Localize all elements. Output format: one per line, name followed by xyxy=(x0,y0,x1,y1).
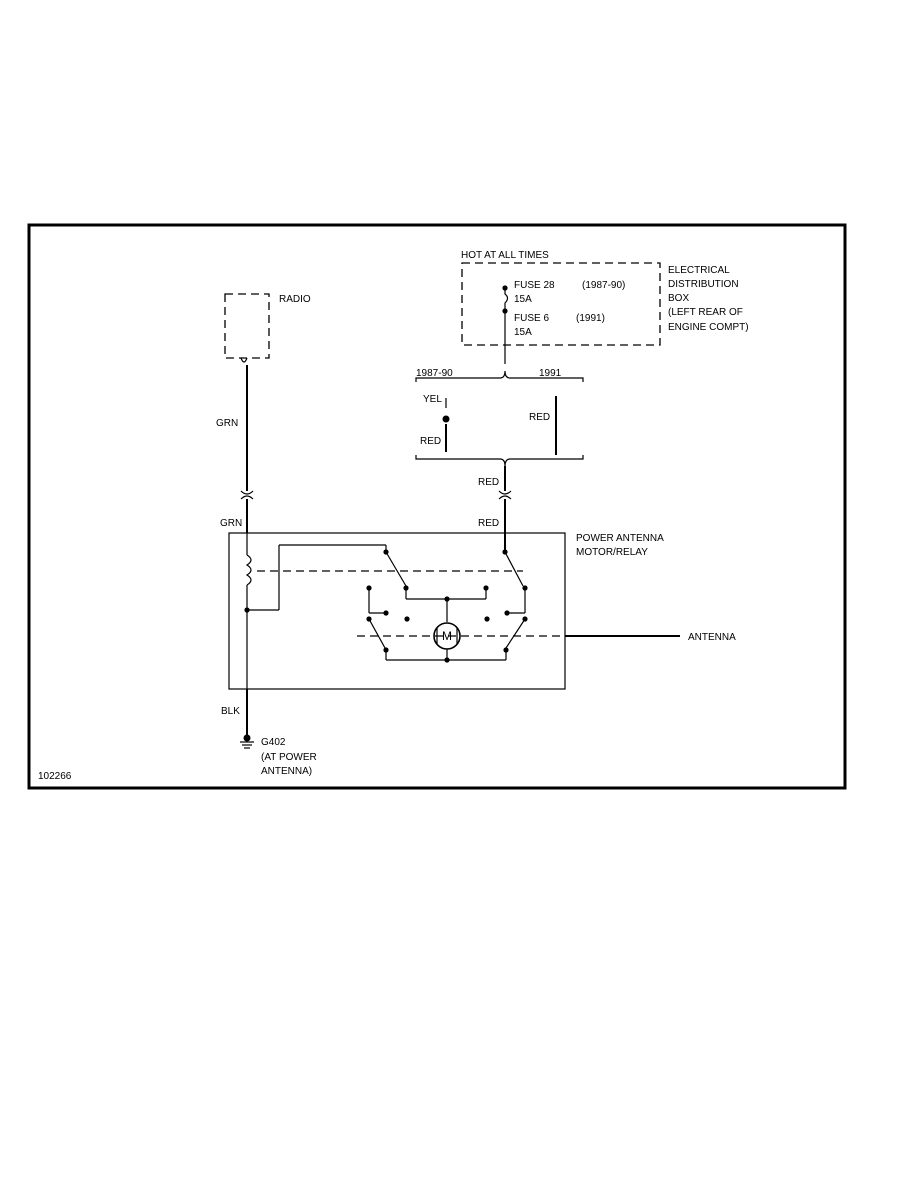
motor-label: M xyxy=(442,629,452,643)
electrical-distribution-box: HOT AT ALL TIMES ELECTRICAL DISTRIBUTION… xyxy=(461,250,749,364)
fuse-28-years: (1987-90) xyxy=(582,280,625,291)
distribution-box-label-2: DISTRIBUTION xyxy=(668,279,739,290)
distribution-box-label-3: BOX xyxy=(668,293,689,304)
power-antenna-motor-relay: POWER ANTENNA MOTOR/RELAY xyxy=(228,532,664,690)
relay-switch-left-upper xyxy=(366,545,409,613)
red-wire-label-left: RED xyxy=(420,436,441,447)
yel-wire-label: YEL xyxy=(423,394,442,405)
figure-id: 102266 xyxy=(38,771,72,782)
ground-icon xyxy=(240,734,254,749)
fuse-icon xyxy=(502,285,509,364)
distribution-box-label-1: ELECTRICAL xyxy=(668,265,730,276)
fuse-28-rating: 15A xyxy=(514,294,532,305)
distribution-box-label-4: (LEFT REAR OF xyxy=(668,307,743,318)
radio-label: RADIO xyxy=(279,294,311,305)
grn-wire-label-lower: GRN xyxy=(220,518,242,529)
year-1991-label: 1991 xyxy=(539,368,562,379)
red-wire: RED RED xyxy=(478,466,512,550)
fuse-6-years: (1991) xyxy=(576,313,605,324)
antenna-label: ANTENNA xyxy=(688,632,736,643)
power-antenna-label-1: POWER ANTENNA xyxy=(576,533,664,544)
motor-icon: M xyxy=(433,622,461,663)
year-variant-braces: 1987-90 1991 YEL RED RED xyxy=(415,368,584,467)
fuse-28-label: FUSE 28 xyxy=(514,280,555,291)
ground-label-2: (AT POWER xyxy=(261,752,317,763)
fuse-6-rating: 15A xyxy=(514,327,532,338)
red-connector-label-bottom: RED xyxy=(478,518,499,529)
splice-dot xyxy=(442,415,450,423)
connector-icon xyxy=(240,490,254,500)
relay-switch-right-lower xyxy=(484,610,528,660)
radio-box: RADIO xyxy=(224,293,311,363)
connector-icon xyxy=(498,490,512,500)
fuse-6-label: FUSE 6 xyxy=(514,313,549,324)
grn-wire: GRN GRN xyxy=(216,365,254,533)
relay-switch-right-upper xyxy=(483,549,528,613)
ground-label-1: G402 xyxy=(261,737,286,748)
diagram-frame xyxy=(27,223,847,790)
ground-label-3: ANTENNA) xyxy=(261,766,312,777)
red-wire-label-right: RED xyxy=(529,412,550,423)
year-1987-90-label: 1987-90 xyxy=(416,368,453,379)
blk-wire-label: BLK xyxy=(221,706,240,717)
grn-wire-label-upper: GRN xyxy=(216,418,238,429)
relay-coil-icon xyxy=(244,533,386,689)
power-antenna-label-2: MOTOR/RELAY xyxy=(576,547,648,558)
distribution-box-label-5: ENGINE COMPT) xyxy=(668,322,749,333)
red-connector-label-top: RED xyxy=(478,477,499,488)
relay-switch-left-lower xyxy=(366,610,410,660)
blk-wire: BLK xyxy=(221,689,248,737)
hot-at-all-times-label: HOT AT ALL TIMES xyxy=(461,250,549,261)
